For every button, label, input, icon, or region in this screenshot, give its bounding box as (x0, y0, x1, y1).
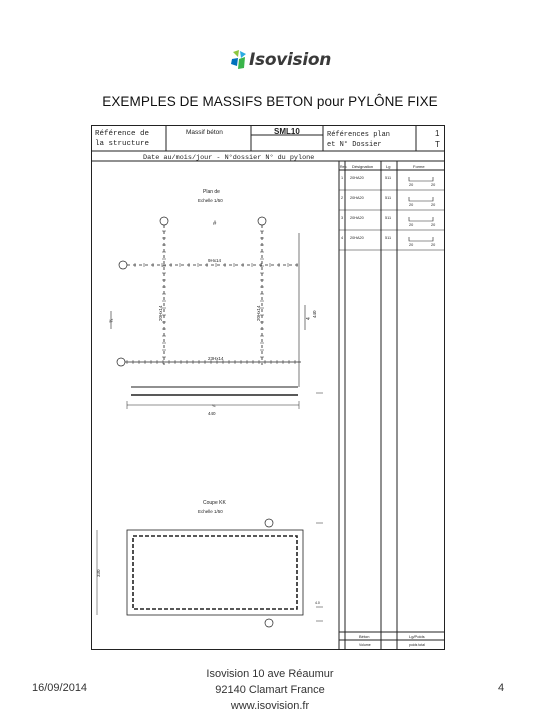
section-cage (132, 535, 298, 610)
table-cell-rep: 3 (341, 216, 343, 220)
ref-plan-line2: et N° Dossier (327, 140, 382, 149)
bar-shape-sketch (408, 197, 434, 202)
callout-top-left (159, 216, 169, 226)
left-axis-mark: ¾ (109, 318, 115, 323)
footer-table-value-concrete: Volume (359, 643, 371, 647)
table-cell-shape-top: 20 (409, 203, 413, 207)
bar-shape-sketch (408, 177, 434, 182)
callout-section-bottom (264, 618, 274, 628)
table-cell-rep: 4 (341, 236, 343, 240)
dim-section-height: 330 (96, 569, 101, 577)
logo-text: Isovision (249, 50, 332, 70)
section-view-title: Coupe KK (203, 500, 226, 506)
footer-address: Isovision 10 ave Réaumur 92140 Clamart F… (180, 666, 360, 714)
section-outline (126, 529, 304, 616)
ref-structure-line2: la structure (95, 140, 149, 148)
dim-height: 440 (312, 310, 317, 318)
table-cell-shape-top: 20 (409, 243, 413, 247)
dim-top-bar: 9Hx14 (208, 258, 222, 263)
table-cell-rep: 2 (341, 196, 343, 200)
footer-address-line1: Isovision 10 ave Réaumur (206, 668, 334, 680)
table-cell-rep: 1 (341, 176, 343, 180)
table-cell-shape-bottom: 20 (431, 243, 435, 247)
table-cell-shape-top: 20 (409, 223, 413, 227)
callout-top-right (257, 216, 267, 226)
footer-website-link[interactable]: www.isovision.fr (230, 700, 310, 712)
table-header-rep: Rep. (340, 165, 347, 169)
plan-view-scale: Echelle 1/50 (198, 198, 223, 203)
footer-table-header-concrete: Béton (359, 634, 369, 639)
width-axis-mark: ¾ (212, 403, 216, 408)
dim-width: 440 (208, 411, 216, 416)
footer-table-value-weight: poids total (409, 643, 425, 647)
plan-marker: # (213, 221, 217, 227)
dim-left-vertical: 20Hx14 (158, 305, 163, 321)
table-cell-shape-top: 20 (409, 183, 413, 187)
ref-plan-line1: Références plan (327, 131, 390, 139)
page-number: 4 (498, 682, 505, 694)
table-cell-designation: 20HA20 (350, 176, 364, 180)
table-cell-length: 511 (385, 216, 391, 220)
table-cell-shape-bottom: 20 (431, 203, 435, 207)
footer-address-line2: 92140 Clamart France (215, 684, 325, 696)
logo-mark-icon (231, 50, 246, 69)
plan-view-title: Plan de (203, 189, 220, 195)
sheet-subheader: Date au/mois/jour - N°dossier N° du pylo… (143, 153, 314, 162)
sheet-index: T (435, 140, 440, 149)
callout-mid-left (118, 260, 128, 270)
bar-shape-sketch (408, 217, 434, 222)
massif-label: Massif béton (186, 129, 223, 136)
footer-date: 16/09/2014 (32, 682, 88, 694)
dim-bottom-bar: 23Hx14 (208, 356, 224, 361)
section-view-scale: Echelle 1/50 (198, 509, 223, 514)
ref-structure-line1: Référence de (95, 130, 149, 138)
table-cell-designation: 20HA20 (350, 236, 364, 240)
footer-table-header-weight: Lg/Poids (409, 634, 425, 639)
table-cell-shape-bottom: 20 (431, 183, 435, 187)
table-cell-shape-bottom: 20 (431, 223, 435, 227)
height-axis-mark: 4 (306, 317, 312, 320)
isovision-logo: Isovision (229, 48, 331, 74)
document-title: EXEMPLES DE MASSIFS BETON pour PYLÔNE FI… (102, 94, 438, 109)
callout-section-top (264, 518, 274, 528)
drawing-frame (91, 125, 445, 650)
technical-drawing: Référence de la structure Massif béton S… (91, 125, 445, 650)
callout-bottom-left (116, 357, 126, 367)
sheet-number: 1 (435, 129, 440, 138)
table-header-designation: Désignation (352, 164, 373, 169)
table-cell-length: 511 (385, 176, 391, 180)
table-cell-designation: 20HA20 (350, 196, 364, 200)
massif-code: SML10 (274, 127, 300, 136)
table-cell-designation: 20HA20 (350, 216, 364, 220)
table-header-length: Lg (386, 164, 390, 169)
dim-cover-top: 4.0 (315, 601, 320, 605)
table-cell-length: 511 (385, 196, 391, 200)
table-cell-length: 511 (385, 236, 391, 240)
dim-right-vertical: 20Hx14 (256, 305, 261, 321)
table-header-shape: Forme (413, 164, 425, 169)
bar-shape-sketch (408, 237, 434, 242)
